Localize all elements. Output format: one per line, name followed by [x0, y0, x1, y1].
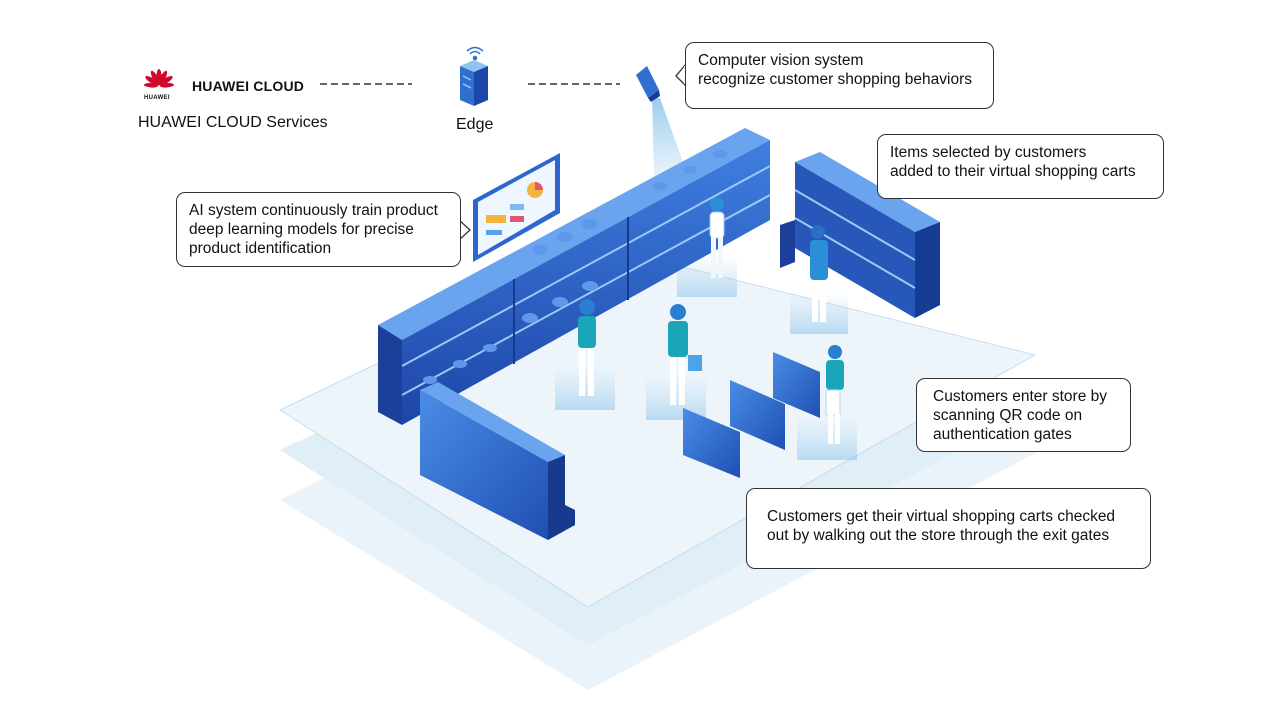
shopper-3 — [578, 299, 596, 396]
shopper-4 — [668, 304, 702, 405]
analytics-display — [473, 153, 560, 262]
callout-enter: Customers enter store by scanning QR cod… — [916, 378, 1131, 452]
callout-ai-line-1: AI system continuously train product — [189, 202, 438, 219]
edge-label: Edge — [456, 116, 494, 133]
shopper-1 — [709, 197, 725, 278]
right-shelf-unit — [780, 152, 940, 318]
wifi-icon — [466, 46, 484, 61]
huawei-logo-wordmark: HUAWEI — [144, 95, 170, 101]
shoppers — [578, 197, 844, 444]
callout-vision-line-1: Computer vision system — [698, 52, 864, 69]
callout-ai: AI system continuously train product dee… — [176, 192, 461, 267]
front-counter — [420, 382, 575, 540]
shopper-5 — [825, 345, 844, 444]
brand-name: HUAWEI CLOUD — [192, 78, 305, 94]
callout-vision-line-2: recognize customer shopping behaviors — [698, 71, 972, 88]
edge-server-icon — [460, 60, 488, 106]
huawei-logo — [144, 69, 174, 88]
callout-checkout-line-1: Customers get their virtual shopping car… — [767, 508, 1116, 525]
callout-enter-line-2: scanning QR code on — [933, 407, 1083, 424]
callout-items-line-2: added to their virtual shopping carts — [890, 163, 1136, 180]
callout-vision: Computer vision system recognize custome… — [685, 42, 994, 109]
authentication-gates — [683, 352, 820, 478]
callout-checkout: Customers get their virtual shopping car… — [746, 488, 1151, 569]
callout-enter-line-1: Customers enter store by — [933, 388, 1108, 405]
camera-icon — [636, 66, 660, 102]
callout-ai-line-2: deep learning models for precise — [189, 221, 414, 238]
product-shelf — [378, 128, 771, 425]
services-label: HUAWEI CLOUD Services — [138, 114, 328, 131]
callout-checkout-line-2: out by walking out the store through the… — [767, 527, 1110, 544]
shopper-2 — [810, 225, 828, 322]
callout-items-line-1: Items selected by customers — [890, 144, 1087, 161]
callout-ai-line-3: product identification — [189, 240, 332, 257]
callout-enter-line-3: authentication gates — [933, 426, 1072, 443]
callout-items: Items selected by customers added to the… — [877, 134, 1164, 199]
